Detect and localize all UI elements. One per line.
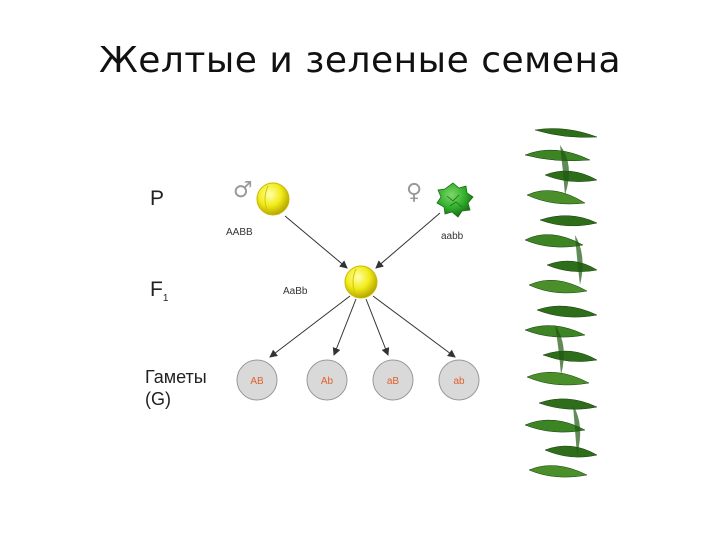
green-seed-parent: [437, 183, 473, 217]
gamete-label: Ab: [321, 376, 334, 387]
leaves-image: [525, 125, 597, 481]
gamete-label: aB: [387, 376, 400, 387]
yellow-seed-f1: [345, 266, 377, 298]
arrow-f1-to-gamete-ab-upper: [270, 296, 350, 357]
arrow-f1-to-gamete-ab-mixed: [334, 299, 356, 355]
gamete-label: ab: [453, 376, 465, 387]
gamete-label: AB: [250, 376, 264, 387]
arrow-yellow-to-f1: [285, 216, 347, 268]
arrow-f1-to-gamete-ab-mixed2: [366, 299, 388, 355]
arrow-green-to-f1: [376, 213, 440, 268]
bamboo-leaves-decoration: [525, 125, 597, 481]
yellow-seed-parent: [257, 183, 289, 215]
